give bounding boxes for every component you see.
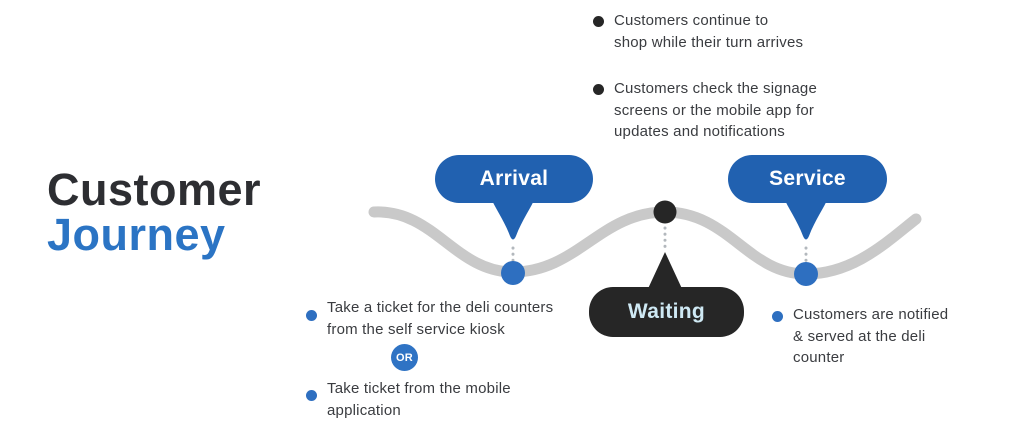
bullet-dot-icon: [306, 390, 317, 401]
stage-badge-waiting: Waiting: [589, 287, 744, 337]
service-stage-dot: [794, 262, 818, 286]
stage-badge-service-label: Service: [769, 167, 846, 190]
or-separator-label: OR: [395, 351, 414, 364]
title-line-journey: Journey: [47, 209, 226, 260]
stage-badge-waiting-label: Waiting: [627, 300, 706, 323]
bullet-dot-icon: [593, 84, 604, 95]
title-line-customer: Customer: [47, 164, 262, 215]
page-title: Customer Journey: [47, 167, 261, 257]
service-note-1: Customers are notified & served at the d…: [772, 304, 948, 369]
journey-wave-line: [368, 206, 922, 280]
arrival-stage-dot: [501, 261, 525, 285]
waiting-note-2: Customers check the signage screens or t…: [593, 78, 817, 143]
waiting-badge-pointer-icon: [646, 252, 684, 293]
arrival-note-1: Take a ticket for the deli counters from…: [306, 297, 553, 340]
waiting-note-2-text: Customers check the signage screens or t…: [614, 80, 818, 140]
arrival-note-2-text: Take ticket from the mobile application: [327, 380, 511, 419]
waiting-note-1-text: Customers continue to shop while their t…: [614, 12, 804, 51]
bullet-dot-icon: [593, 16, 604, 27]
arrival-badge-pointer-icon: [490, 196, 536, 240]
stage-badge-arrival: Arrival: [435, 155, 593, 203]
bullet-dot-icon: [306, 310, 317, 321]
arrival-note-1-text: Take a ticket for the deli counters from…: [327, 299, 554, 338]
service-note-1-text: Customers are notified & served at the d…: [793, 306, 949, 366]
stage-badge-arrival-label: Arrival: [479, 167, 549, 190]
waiting-stage-dot: [653, 200, 677, 224]
stage-badge-service: Service: [728, 155, 887, 203]
arrival-note-2: Take ticket from the mobile application: [306, 378, 511, 421]
waiting-note-1: Customers continue to shop while their t…: [593, 10, 803, 53]
bullet-dot-icon: [772, 311, 783, 322]
or-separator-chip: OR: [391, 344, 418, 371]
service-badge-pointer-icon: [783, 196, 829, 240]
